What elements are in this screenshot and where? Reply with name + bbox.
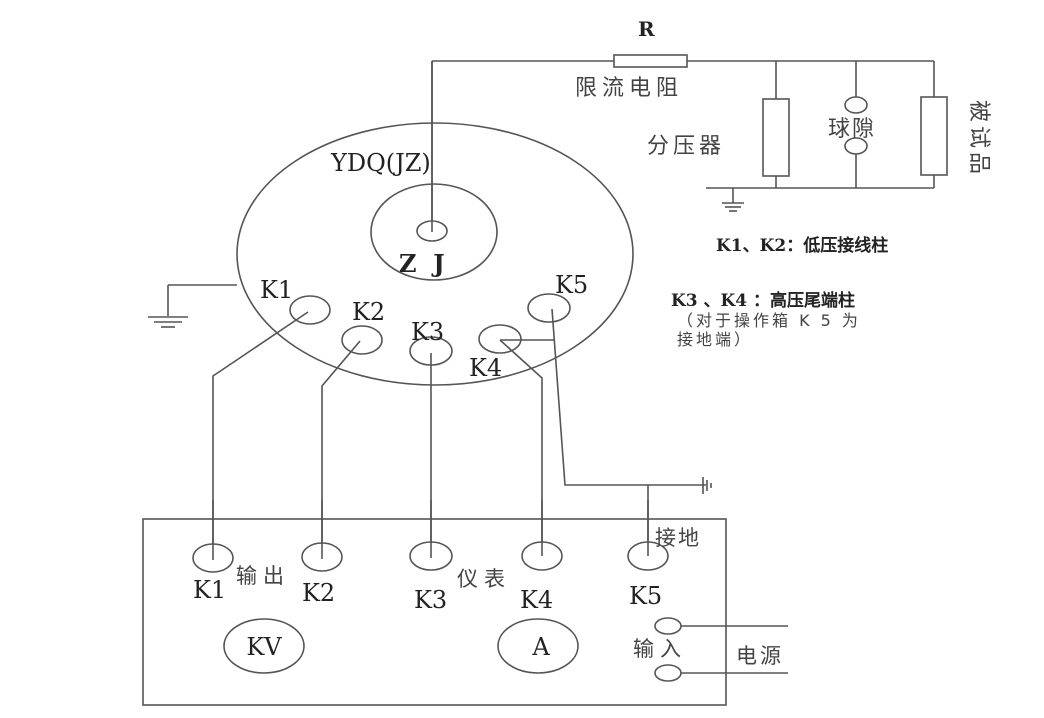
console-box (142, 518, 727, 706)
wire-k1 (212, 311, 309, 555)
ground-label: 接地 (655, 526, 701, 550)
sphere-gap-label: 球隙 (828, 117, 876, 142)
kv-meter (223, 618, 305, 674)
legend-line-2: K3 、K4 ：高压尾端柱 (671, 290, 855, 311)
test-object (920, 96, 948, 176)
wire-k4 (499, 339, 543, 555)
current-limit-resistor (613, 54, 688, 68)
transformer: YDQ(JZ) Z J K1 K2 K3 K4 K5 (148, 61, 634, 386)
transformer-core (370, 183, 498, 281)
transformer-body (236, 122, 634, 386)
output-label: 输出 (236, 564, 290, 588)
ground-icon (702, 477, 712, 494)
input-label: 输入 (633, 637, 687, 661)
console-k5-label: K5 (629, 582, 662, 610)
test-object-label: 被试品 (966, 100, 991, 178)
legend-line-1: K1、K2：低压接线柱 (716, 235, 888, 256)
ground-icon (148, 316, 188, 328)
model-label: YDQ(JZ) (330, 149, 431, 177)
legend: K1、K2：低压接线柱 K3 、K4 ：高压尾端柱 （对于操作箱 K 5 为 接… (671, 235, 888, 349)
console-k3-label: K3 (414, 586, 447, 614)
divider-label: 分压器 (647, 134, 725, 159)
kv-meter-label: KV (246, 633, 282, 661)
sphere-gap-top (844, 96, 868, 114)
power-label: 电源 (736, 644, 784, 668)
amp-meter (497, 618, 579, 674)
console-k4-label: K4 (520, 586, 553, 614)
meter-label: 仪表 (457, 567, 511, 591)
core-label: Z J (399, 249, 445, 278)
wire-k2 (321, 340, 361, 555)
power-input-terminal-top (654, 617, 682, 635)
terminal-k5 (527, 293, 571, 323)
legend-line-4: 接地端） (677, 330, 753, 349)
legend-line-3: （对于操作箱 K 5 为 (677, 311, 861, 330)
console-k2-label: K2 (302, 579, 335, 607)
terminal-k2 (341, 325, 383, 355)
terminal-k4-label: K4 (469, 354, 502, 382)
power-input-terminal-bottom (654, 664, 682, 682)
terminal-k4 (478, 324, 522, 354)
ground-icon (722, 188, 744, 212)
terminal-k5-label: K5 (555, 271, 588, 299)
terminal-k3-label: K3 (411, 318, 444, 346)
terminal-k2-label: K2 (352, 298, 385, 326)
resistor-symbol: R (638, 17, 655, 41)
control-console: K1 K2 K3 K4 K5 输出 仪表 接地 KV A 输入 电源 (142, 500, 788, 706)
connection-wires (212, 308, 712, 555)
voltage-divider (762, 98, 790, 177)
hv-circuit: R 限流电阻 分压器 球隙 被试品 (431, 17, 991, 230)
wire-k5-ground (551, 308, 706, 486)
console-k1-label: K1 (193, 576, 226, 604)
amp-meter-label: A (531, 633, 550, 661)
resistor-label: 限流电阻 (575, 76, 683, 101)
terminal-k1-label: K1 (260, 276, 293, 304)
